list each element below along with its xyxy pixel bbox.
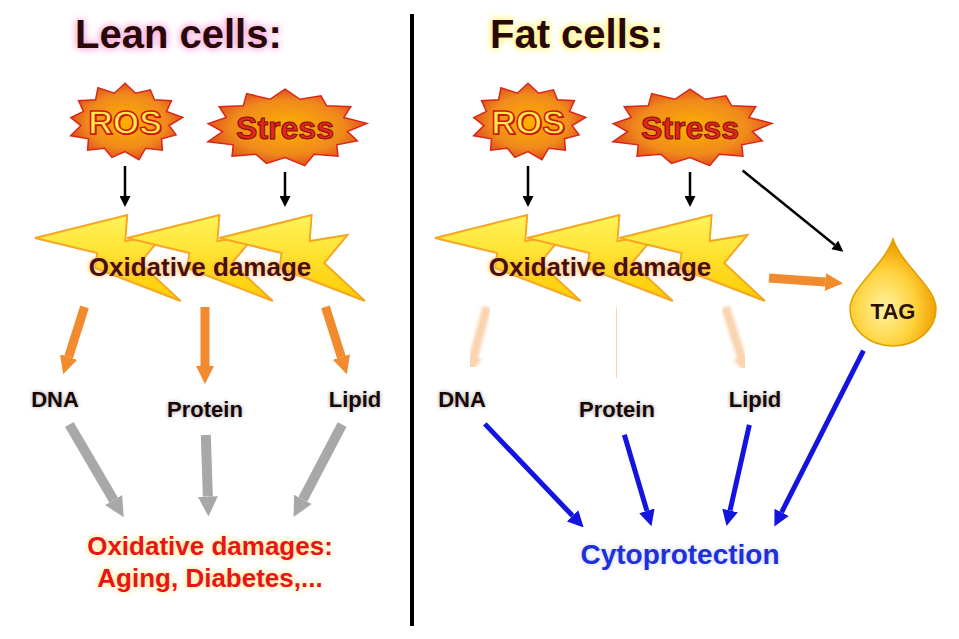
divider-line — [410, 14, 414, 626]
molecule-label: Protein — [571, 389, 663, 431]
stress-burst: Stress — [200, 88, 370, 168]
arrow-connector — [624, 435, 647, 511]
node-text: Cytoprotection — [580, 539, 779, 571]
node-text: TAG — [871, 299, 916, 325]
molecule-label: Protein — [159, 389, 251, 431]
node-text: ROS — [88, 103, 162, 142]
arrow-connector — [769, 278, 825, 282]
arrow-connector — [206, 435, 208, 497]
arrow-connector — [69, 424, 113, 499]
arrow-connector — [743, 171, 835, 245]
ros-burst: ROS — [468, 82, 588, 162]
arrow-connector — [689, 172, 692, 196]
starburst — [71, 83, 183, 159]
arrow-connector — [200, 307, 209, 366]
molecule-label: Lipid — [721, 379, 790, 421]
cell-panel: ROS StressOxidative damageTAG DNA Protein Li… — [414, 0, 959, 639]
molecule-label: DNA — [430, 379, 494, 421]
outcome-label: Oxidative damages: Aging, Diabetes,... — [52, 522, 368, 603]
node-text: Stress — [236, 110, 334, 147]
arrow-connector — [124, 166, 127, 196]
panel-heading: Lean cells: — [75, 12, 282, 57]
arrow-connector — [474, 307, 487, 357]
node-text: Oxidative damage — [489, 252, 712, 283]
node-text: Lipid — [329, 387, 382, 413]
node-text: ROS — [491, 103, 565, 142]
arrow-connector — [485, 424, 573, 516]
node-text: Protein — [579, 397, 655, 423]
damage-bolt: Oxidative damage — [435, 213, 765, 303]
node-text: Protein — [167, 397, 243, 423]
drop-shape — [848, 237, 938, 347]
ros-burst: ROS — [65, 82, 185, 162]
arrow-connector — [725, 307, 741, 357]
node-text: Lipid — [729, 387, 782, 413]
arrow-connector — [284, 172, 287, 196]
arrow-connector — [325, 307, 341, 357]
arrow-connector — [782, 351, 864, 513]
arrow-connector — [69, 307, 85, 357]
outcome-label: Cytoprotection — [572, 531, 787, 579]
node-text: Oxidative damage — [89, 252, 312, 283]
node-text: Stress — [641, 110, 739, 147]
damage-bolt: Oxidative damage — [35, 213, 365, 303]
starburst — [208, 89, 367, 165]
droplet — [850, 239, 936, 346]
starburst — [613, 89, 772, 165]
cell-panel: ROS StressOxidative damageDNA Protein Lipid… — [0, 0, 410, 639]
arrow-connector — [303, 425, 342, 500]
node-text: DNA — [31, 387, 79, 413]
node-text: Oxidative damages: Aging, Diabetes,... — [60, 530, 360, 595]
arrow-connector — [527, 166, 530, 196]
starburst — [474, 83, 586, 159]
connectors — [69, 166, 864, 516]
tag-droplet: TAG — [848, 237, 938, 347]
arrow-connector — [730, 425, 749, 511]
molecule-label: Lipid — [321, 379, 390, 421]
arrow-connector — [612, 307, 621, 366]
stress-burst: Stress — [605, 88, 775, 168]
node-text: DNA — [438, 387, 486, 413]
molecule-label: DNA — [23, 379, 87, 421]
panel-heading: Fat cells: — [490, 12, 663, 57]
